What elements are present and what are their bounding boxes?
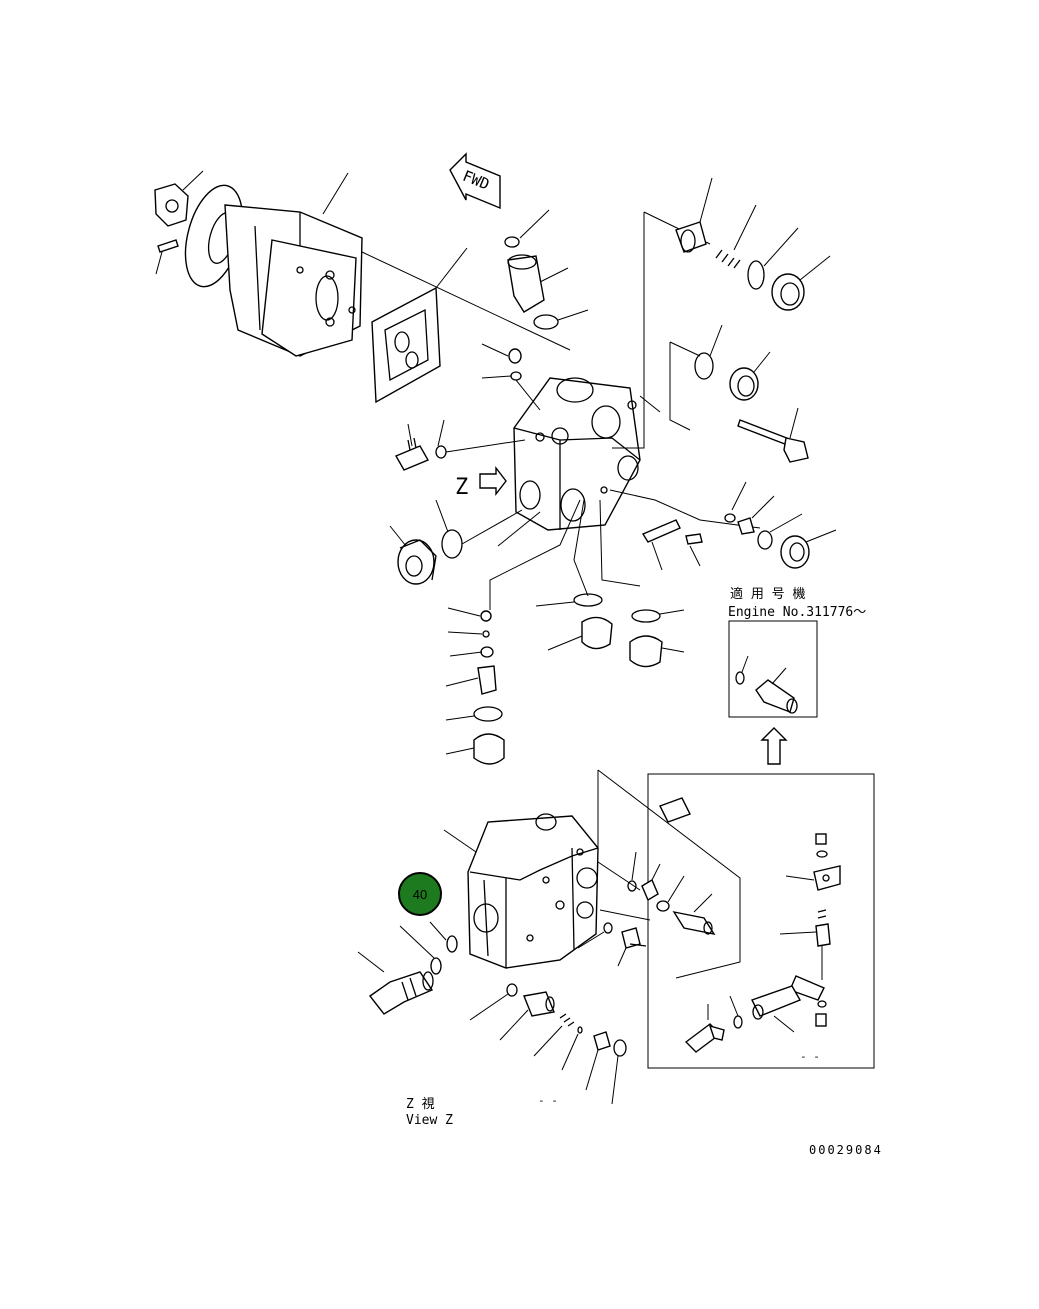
- view-caption-line1: Z 視: [406, 1097, 435, 1112]
- view-arrow-icon: [479, 465, 507, 497]
- callout-40[interactable]: 40: [398, 872, 442, 916]
- engine-variant-box: [728, 620, 818, 718]
- valve-block-upper: [513, 377, 641, 531]
- upper-right-parts: [675, 177, 831, 463]
- callout-40-label: 40: [413, 887, 427, 902]
- tube-assembly-box: - -: [647, 773, 875, 1069]
- pump-assembly: [154, 170, 363, 357]
- view-z-marker: Z: [455, 475, 468, 500]
- gasket: [371, 247, 468, 404]
- valve-block-lower: [443, 813, 599, 969]
- dash-mark-center: - -: [538, 1094, 558, 1107]
- upper-center-parts: [481, 209, 589, 411]
- view-caption-line2: View Z: [406, 1113, 453, 1128]
- engine-note-line1: 適 用 号 機: [730, 586, 805, 602]
- fwd-arrow-icon: FWD: [449, 152, 501, 210]
- center-stack-parts: [445, 593, 685, 765]
- right-valve-parts: [641, 481, 837, 571]
- up-arrow-icon: [760, 727, 788, 765]
- drawing-number: 00029084: [809, 1143, 883, 1157]
- dash-mark-right: - -: [800, 1050, 820, 1063]
- lower-block-parts: - -: [357, 851, 716, 1107]
- left-valve-parts: [389, 419, 541, 585]
- engine-note-line2: Engine No.311776～: [728, 605, 866, 620]
